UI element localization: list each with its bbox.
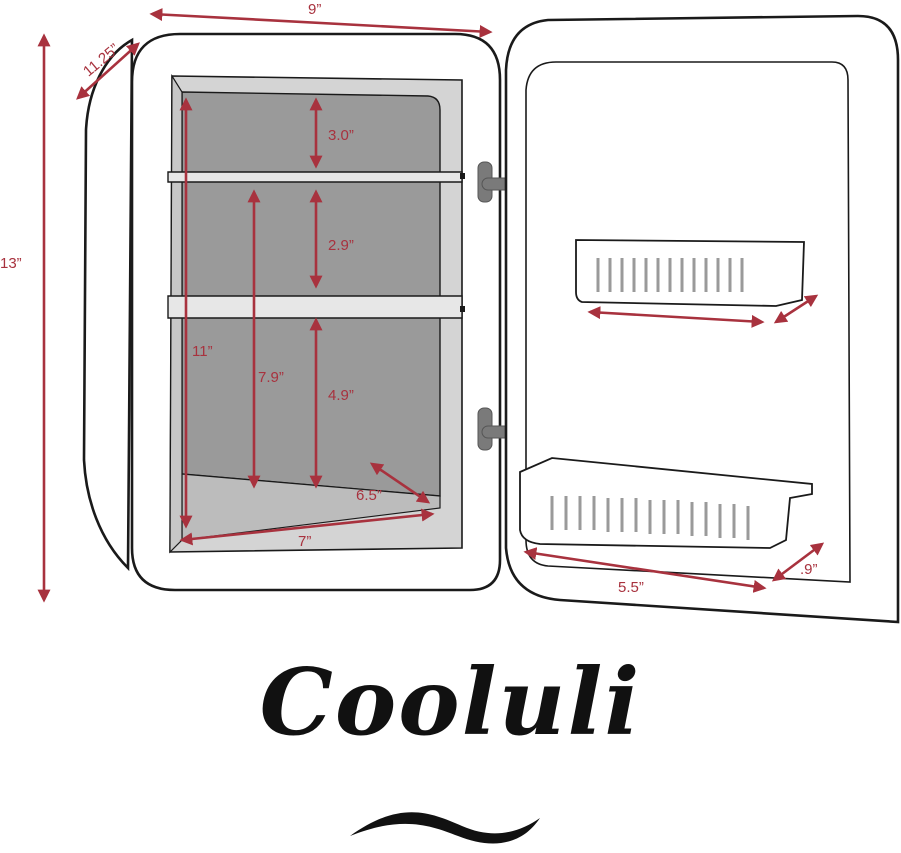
dimension-upper-bin-depth xyxy=(773,294,819,324)
interior-width-label: 7” xyxy=(298,533,311,550)
dimension-lower-clear-height: 7.9” xyxy=(247,189,284,489)
dimension-top-shelf-gap: 3.0” xyxy=(309,97,354,169)
dimension-door-bin-depth: .9” xyxy=(771,542,825,582)
lower-clear-height-label: 7.9” xyxy=(258,369,284,386)
dimension-width: 9” xyxy=(149,1,493,38)
middle-shelf-gap-label: 2.9” xyxy=(328,237,354,254)
brand-logo: Cooluli xyxy=(259,648,642,756)
dimension-interior-width: 7” xyxy=(179,508,435,550)
top-shelf-gap-label: 3.0” xyxy=(328,127,354,144)
door-bin-width-label: 5.5” xyxy=(618,579,644,596)
dimension-door-bin-width: 5.5” xyxy=(523,547,767,596)
width-label: 9” xyxy=(308,1,321,18)
wave-swoosh-icon xyxy=(350,812,540,844)
bottom-shelf-gap-label: 4.9” xyxy=(328,387,354,404)
interior-height-label: 11” xyxy=(192,343,213,360)
lower-door-bin xyxy=(519,457,813,549)
interior-depth-label: 6.5” xyxy=(356,487,382,504)
dimension-interior-depth: 6.5” xyxy=(356,462,431,504)
upper-shelf xyxy=(167,171,465,183)
middle-shelf xyxy=(167,295,465,319)
dimension-height: 13” xyxy=(0,33,51,603)
upper-door-bin xyxy=(575,239,805,307)
dimension-interior-height: 11” xyxy=(179,97,213,529)
height-label: 13” xyxy=(0,255,22,272)
dimension-middle-shelf-gap: 2.9” xyxy=(309,189,354,289)
dimension-upper-bin-width xyxy=(587,306,765,328)
door-bin-depth-label: .9” xyxy=(800,561,818,578)
dimension-bottom-shelf-gap: 4.9” xyxy=(309,317,354,489)
